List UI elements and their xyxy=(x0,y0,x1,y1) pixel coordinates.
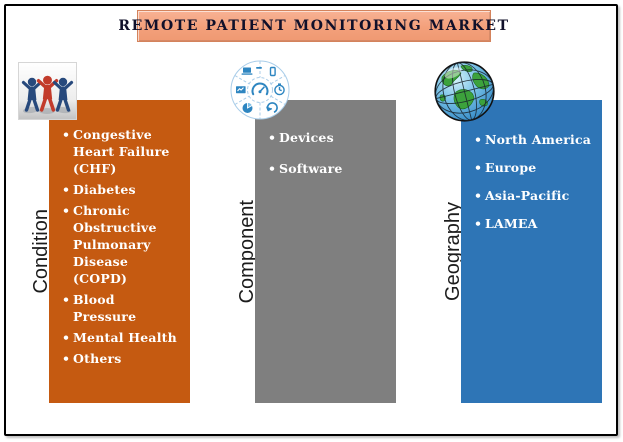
list-item: Congestive Heart Failure (CHF) xyxy=(62,126,184,177)
people-holding-hands-icon xyxy=(18,62,77,120)
list-item: Diabetes xyxy=(62,181,184,198)
globe-icon xyxy=(428,60,501,124)
component-axis-label: Component xyxy=(236,199,258,304)
geography-column: North America Europe Asia-Pacific LAMEA xyxy=(461,100,602,403)
components-wheel-icon xyxy=(229,59,291,121)
list-item: Europe xyxy=(474,159,596,176)
list-item: Chronic Obstructive Pulmonary Disease (C… xyxy=(62,202,184,287)
list-item: North America xyxy=(474,131,596,148)
condition-column: Congestive Heart Failure (CHF) Diabetes … xyxy=(49,100,190,403)
component-list: Devices Software xyxy=(255,100,396,177)
list-item: Others xyxy=(62,350,184,367)
list-item: Mental Health xyxy=(62,329,184,346)
geography-axis-label: Geography xyxy=(442,202,464,301)
list-item: Software xyxy=(268,160,390,177)
list-item: Asia-Pacific xyxy=(474,187,596,204)
condition-axis-label: Condition xyxy=(30,209,52,294)
condition-list: Congestive Heart Failure (CHF) Diabetes … xyxy=(49,100,190,367)
list-item: Devices xyxy=(268,129,390,146)
title-banner: REMOTE PATIENT MONITORING MARKET xyxy=(118,10,508,42)
page-title: REMOTE PATIENT MONITORING MARKET xyxy=(118,18,510,34)
geography-list: North America Europe Asia-Pacific LAMEA xyxy=(461,100,602,232)
list-item: LAMEA xyxy=(474,215,596,232)
component-column: Devices Software xyxy=(255,100,396,403)
list-item: Blood Pressure xyxy=(62,291,184,325)
